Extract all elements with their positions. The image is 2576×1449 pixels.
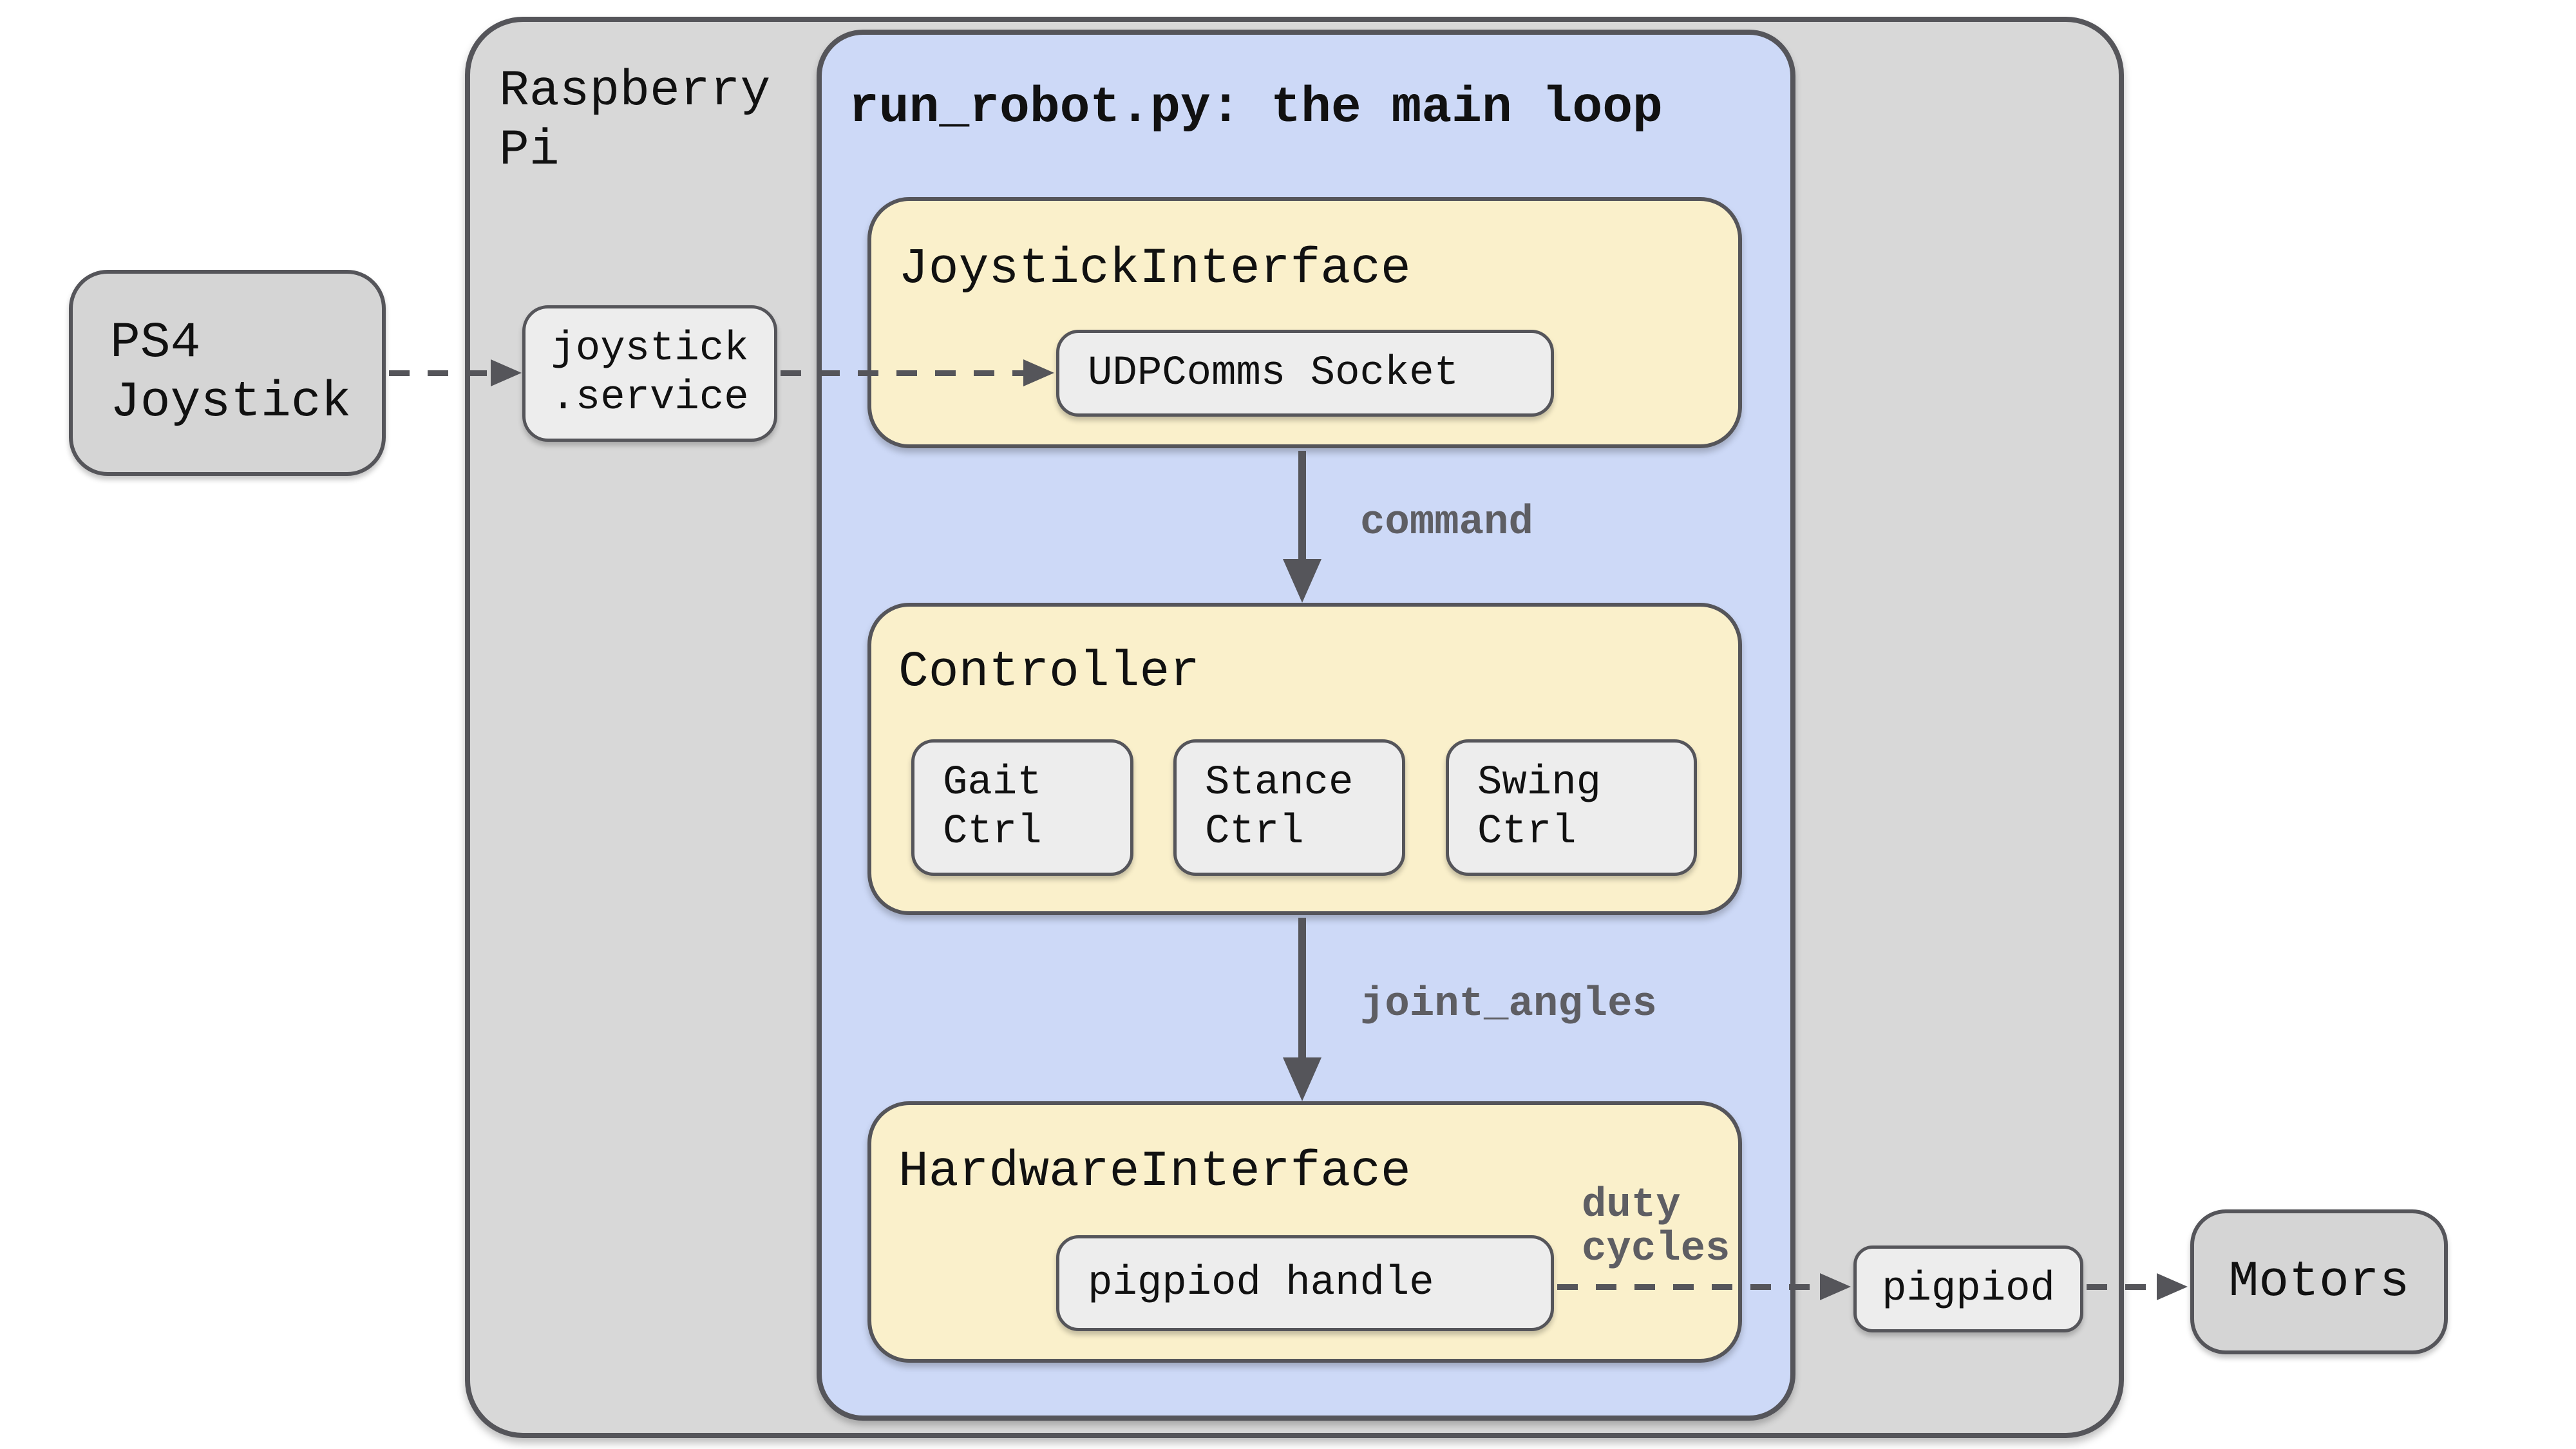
arrowhead-handle-to-pigpiod: [1820, 1273, 1851, 1300]
arrow-command: [1298, 451, 1306, 560]
command-label: command: [1360, 500, 1533, 546]
stance-ctrl-node: Stance Ctrl: [1173, 739, 1405, 876]
raspberry-pi-label-line2: Pi: [499, 122, 560, 179]
joystick-service-line1: joystick: [551, 326, 749, 372]
arrow-joint-angles: [1298, 918, 1306, 1058]
duty-cycles-line2: cycles: [1582, 1226, 1730, 1273]
joystick-service-node: joystick .service: [522, 305, 777, 442]
pigpiod-node: pigpiod: [1853, 1245, 2083, 1332]
arrow-service-to-socket: [781, 370, 1025, 376]
ps4-joystick-line1: PS4: [110, 315, 201, 372]
udpcomms-socket-node: UDPComms Socket: [1056, 330, 1554, 417]
gait-ctrl-line2: Ctrl: [943, 809, 1042, 855]
duty-cycles-line1: duty: [1582, 1182, 1681, 1229]
ps4-joystick-node: PS4 Joystick: [69, 270, 386, 476]
arrowhead-service-to-socket: [1023, 359, 1054, 386]
main-loop-title: run_robot.py: the main loop: [849, 80, 1663, 137]
joint-angles-label: joint_angles: [1360, 981, 1657, 1028]
arrowhead-command: [1283, 559, 1321, 603]
hardware-interface-title: HardwareInterface: [898, 1144, 1411, 1200]
arrow-pigpiod-to-motors: [2087, 1284, 2154, 1290]
pigpiod-label: pigpiod: [1882, 1265, 2055, 1312]
swing-ctrl-line1: Swing: [1477, 760, 1602, 806]
swing-ctrl-node: Swing Ctrl: [1446, 739, 1697, 876]
controller-title: Controller: [898, 644, 1200, 701]
swing-ctrl-line2: Ctrl: [1477, 809, 1577, 855]
joystick-interface-title: JoystickInterface: [898, 241, 1411, 298]
gait-ctrl-node: Gait Ctrl: [911, 739, 1133, 876]
motors-node: Motors: [2190, 1209, 2448, 1354]
arrowhead-joint-angles: [1283, 1057, 1321, 1101]
arrowhead-pigpiod-to-motors: [2157, 1273, 2188, 1300]
stance-ctrl-line2: Ctrl: [1205, 809, 1304, 855]
duty-cycles-label: duty cycles: [1582, 1184, 1730, 1271]
joystick-service-line2: .service: [551, 375, 749, 421]
pigpiod-handle-label: pigpiod handle: [1088, 1260, 1434, 1307]
motors-label: Motors: [2228, 1253, 2410, 1311]
arrow-ps4-to-service: [389, 370, 492, 376]
arrow-handle-to-pigpiod: [1557, 1284, 1815, 1290]
gait-ctrl-line1: Gait: [943, 760, 1042, 806]
udpcomms-socket-label: UDPComms Socket: [1088, 350, 1459, 397]
pigpiod-handle-node: pigpiod handle: [1056, 1235, 1554, 1331]
ps4-joystick-line2: Joystick: [110, 374, 352, 431]
raspberry-pi-label: Raspberry Pi: [499, 62, 770, 180]
joystick-interface-box: [867, 197, 1742, 448]
stance-ctrl-line1: Stance: [1205, 760, 1354, 806]
arrowhead-ps4-to-service: [491, 359, 522, 386]
raspberry-pi-label-line1: Raspberry: [499, 63, 771, 120]
